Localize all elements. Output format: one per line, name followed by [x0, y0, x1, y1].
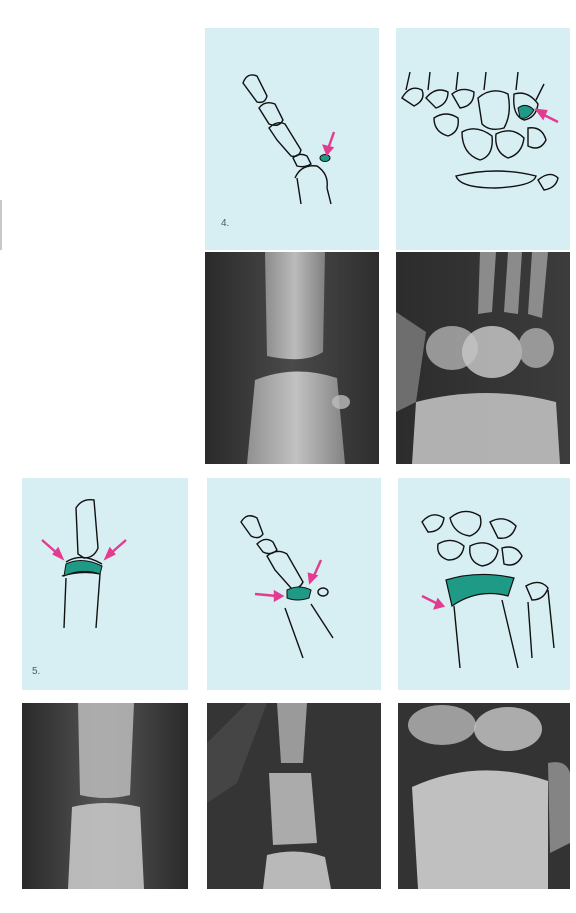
diagram-panel-finger-sesamoid: 4.: [205, 28, 379, 250]
figure-label-4: 4.: [221, 218, 229, 229]
diagram-panel-finger-growth-plate: 5.: [22, 478, 188, 690]
finger-sesamoid-drawing: [205, 28, 379, 250]
finger-growth-plate-drawing: [22, 478, 188, 690]
thumb-growth-plate-xray-image: [207, 703, 381, 889]
radius-growth-plate-xray-image: [398, 703, 570, 889]
xray-panel-wrist-carpals: [396, 252, 570, 464]
xray-panel-thumb-growth-plate: [207, 703, 381, 889]
xray-panel-radius-growth-plate: [398, 703, 570, 889]
page-edge-mark: [0, 200, 2, 250]
diagram-panel-thumb-growth-plate: [207, 478, 381, 690]
carpal-bones-drawing: [396, 28, 570, 250]
finger-growth-plate-xray-image: [22, 703, 188, 889]
xray-panel-finger-growth-plate: [22, 703, 188, 889]
wrist-carpals-xray-image: [396, 252, 570, 464]
finger-joint-xray-image: [205, 252, 379, 464]
xray-panel-finger-joint: [205, 252, 379, 464]
diagram-panel-radius-growth-plate: [398, 478, 570, 690]
thumb-growth-plate-drawing: [207, 478, 381, 690]
figure-label-5: 5.: [32, 666, 40, 677]
radius-growth-plate-drawing: [398, 478, 570, 690]
diagram-panel-carpal-bones: [396, 28, 570, 250]
